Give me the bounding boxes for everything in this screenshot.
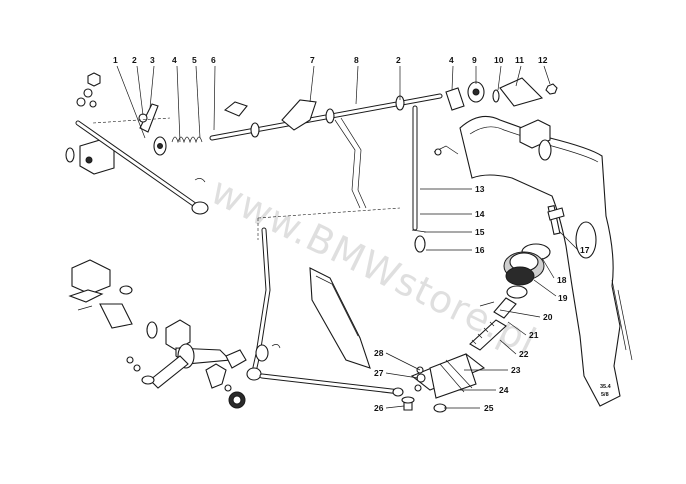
callout-3: 3 <box>150 55 155 65</box>
callout-11: 11 <box>515 55 524 65</box>
callout-10: 10 <box>494 55 504 65</box>
callout-8: 8 <box>354 55 359 65</box>
callout-9: 9 <box>472 55 477 65</box>
callout-18: 18 <box>557 275 567 285</box>
upper-linkage-assembly <box>65 72 443 240</box>
watermark-text: www.BMWstore.pl <box>204 169 543 365</box>
callout-24: 24 <box>499 385 509 395</box>
callout-22: 22 <box>519 349 529 359</box>
lower-left-mechanism <box>68 227 404 409</box>
callout-25: 25 <box>484 403 494 413</box>
callout-15: 15 <box>475 227 485 237</box>
pedal-assembly <box>309 267 486 413</box>
right-frame-assembly <box>433 115 633 407</box>
callout-2b: 2 <box>396 55 401 65</box>
nut-stack <box>76 72 101 108</box>
callout-1: 1 <box>113 55 118 65</box>
drawing-reference: 35.4 5/8 <box>600 384 612 398</box>
callout-6: 6 <box>211 55 216 65</box>
callout-4: 4 <box>172 55 177 65</box>
callout-4b: 4 <box>449 55 454 65</box>
callout-5: 5 <box>192 55 197 65</box>
callout-19: 19 <box>558 293 568 303</box>
vertical-rod-assembly <box>411 77 558 253</box>
drawing-ref-line1: 35.4 <box>600 384 612 390</box>
callout-28: 28 <box>374 348 384 358</box>
callout-20: 20 <box>543 312 553 322</box>
pedal-boss-assembly <box>469 205 565 351</box>
callout-13: 13 <box>475 184 485 194</box>
callout-27: 27 <box>374 368 384 378</box>
drawing-ref-line2: 5/8 <box>601 392 609 398</box>
callout-14: 14 <box>475 209 485 219</box>
callout-26: 26 <box>374 403 384 413</box>
callout-2: 2 <box>132 55 137 65</box>
callout-labels: 1 2 3 4 5 6 7 8 2 4 9 10 11 12 13 14 15 … <box>113 55 590 413</box>
callout-17: 17 <box>580 245 590 255</box>
callout-21: 21 <box>529 330 539 340</box>
callout-23: 23 <box>511 365 521 375</box>
callout-7: 7 <box>310 55 315 65</box>
callout-12: 12 <box>538 55 548 65</box>
callout-16: 16 <box>475 245 485 255</box>
callout-group <box>116 65 579 409</box>
